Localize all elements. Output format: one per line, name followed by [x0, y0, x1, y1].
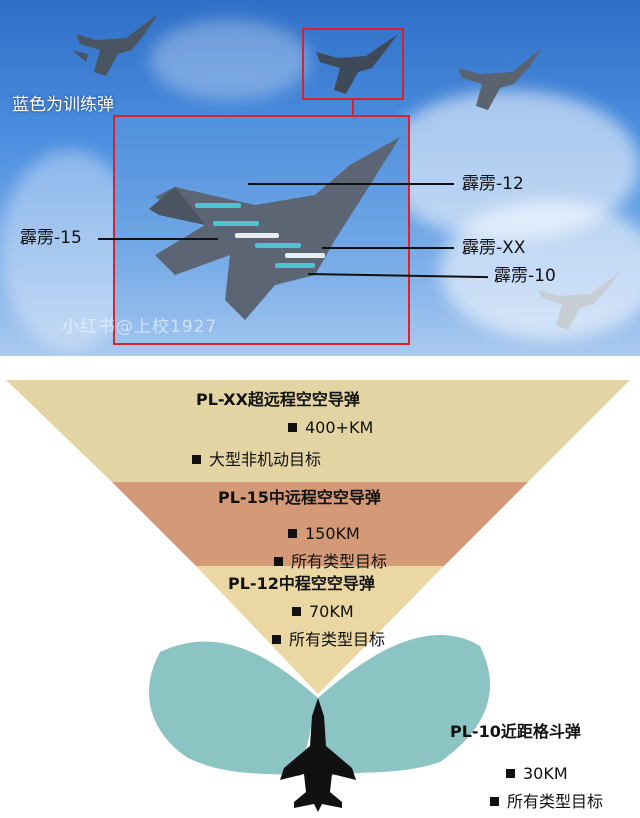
fighter-jet-icon — [72, 14, 158, 76]
training-missile-note: 蓝色为训练弹 — [12, 95, 114, 115]
leader-line — [322, 247, 454, 249]
pl12-range-value: 70KM — [309, 602, 354, 621]
pl15-range-tier — [112, 482, 528, 566]
bullet-square-icon — [274, 557, 283, 566]
bullet-square-icon — [292, 607, 301, 616]
pl10-target-value: 所有类型目标 — [507, 792, 604, 811]
pl12-target: 所有类型目标 — [272, 626, 385, 650]
callout-pl15: 霹雳-15 — [20, 228, 82, 248]
bullet-square-icon — [506, 769, 515, 778]
plxx-range: 400+KM — [288, 418, 373, 437]
range-shapes — [6, 380, 630, 812]
fighter-jet-silhouette-icon — [280, 698, 356, 812]
pl15-target: 所有类型目标 — [274, 548, 387, 572]
bullet-square-icon — [288, 423, 297, 432]
cloud — [440, 200, 640, 340]
bullet-square-icon — [288, 529, 297, 538]
bullet-square-icon — [490, 797, 499, 806]
pl10-range-lobe-left — [149, 641, 318, 776]
pl15-target-value: 所有类型目标 — [291, 552, 388, 571]
plxx-target-value: 大型非机动目标 — [209, 450, 322, 469]
bullet-square-icon — [272, 635, 281, 644]
pl12-range: 70KM — [292, 602, 354, 621]
pl10-range-value: 30KM — [523, 764, 568, 783]
fighter-jet-icon — [538, 272, 620, 330]
bullet-square-icon — [192, 455, 201, 464]
leader-line — [98, 238, 218, 240]
box-connector — [352, 100, 354, 115]
callout-pl12: 霹雳-12 — [462, 174, 524, 194]
fighter-jet-icon — [149, 137, 400, 320]
pl15-range: 150KM — [288, 524, 360, 543]
pl15-title: PL-15中远程空空导弹 — [218, 488, 381, 507]
leader-line — [248, 183, 454, 185]
watermark: 小红书@上校1927 — [62, 317, 218, 337]
plxx-range-value: 400+KM — [305, 418, 374, 437]
missile-range-diagram: PL-XX超远程空空导弹 400+KM 大型非机动目标 PL-15中远程空空导弹… — [0, 356, 640, 818]
fighter-jet-icon — [316, 34, 398, 94]
plxx-range-tier — [6, 380, 630, 482]
fighter-jet-icon — [458, 48, 542, 110]
aircraft-photo: 蓝色为训练弹 — [0, 0, 640, 356]
cloud — [150, 20, 310, 100]
highlight-box-large — [113, 115, 410, 345]
plxx-title: PL-XX超远程空空导弹 — [196, 390, 360, 409]
pl10-title: PL-10近距格斗弹 — [450, 722, 581, 741]
highlight-box-small — [302, 28, 404, 100]
pl10-target: 所有类型目标 — [490, 788, 603, 812]
callout-pl10: 霹雳-10 — [494, 266, 556, 286]
pl12-title: PL-12中程空空导弹 — [228, 574, 375, 593]
plxx-target: 大型非机动目标 — [192, 446, 321, 470]
pl10-range: 30KM — [506, 764, 568, 783]
callout-plxx: 霹雳-XX — [462, 238, 526, 258]
pl15-range-value: 150KM — [305, 524, 360, 543]
pl10-range-lobe-right — [318, 634, 491, 776]
pl12-range-tier — [196, 566, 444, 694]
pl12-target-value: 所有类型目标 — [289, 630, 386, 649]
